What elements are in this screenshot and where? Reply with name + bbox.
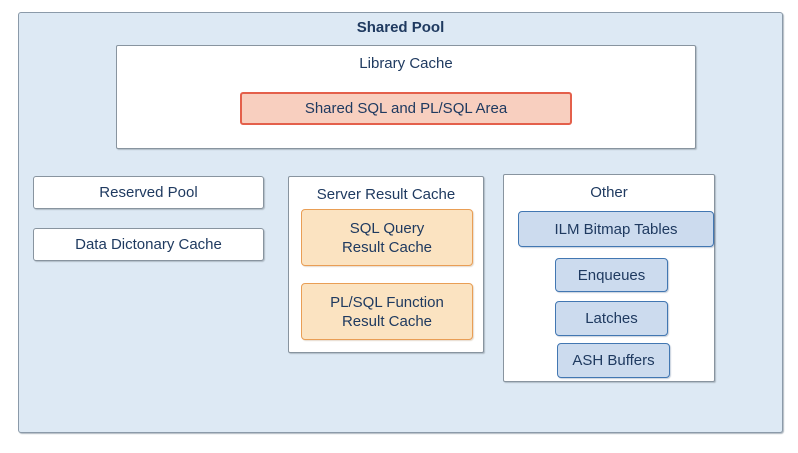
enqueues-box: Enqueues (555, 258, 668, 292)
plsql-function-result-cache-label: PL/SQL Function Result Cache (330, 293, 444, 330)
shared-pool-container: Shared Pool Library Cache Shared SQL and… (18, 12, 783, 433)
ash-buffers-box: ASH Buffers (557, 343, 670, 378)
library-cache-title: Library Cache (359, 55, 453, 72)
other-title: Other (590, 184, 628, 201)
other-box: Other ILM Bitmap Tables Enqueues Latches… (503, 174, 715, 382)
ilm-bitmap-tables-box: ILM Bitmap Tables (518, 211, 714, 247)
server-result-cache-title: Server Result Cache (316, 186, 456, 203)
reserved-pool-box: Reserved Pool (33, 176, 264, 209)
sql-query-result-cache-box: SQL Query Result Cache (301, 209, 473, 266)
shared-pool-title: Shared Pool (356, 19, 445, 36)
shared-sql-plsql-area-box: Shared SQL and PL/SQL Area (240, 92, 572, 125)
library-cache-box: Library Cache Shared SQL and PL/SQL Area (116, 45, 696, 149)
latches-box: Latches (555, 301, 668, 336)
sql-query-result-cache-label: SQL Query Result Cache (341, 219, 433, 256)
server-result-cache-box: Server Result Cache SQL Query Result Cac… (288, 176, 484, 353)
data-dictionary-cache-box: Data Dictonary Cache (33, 228, 264, 261)
plsql-function-result-cache-box: PL/SQL Function Result Cache (301, 283, 473, 340)
